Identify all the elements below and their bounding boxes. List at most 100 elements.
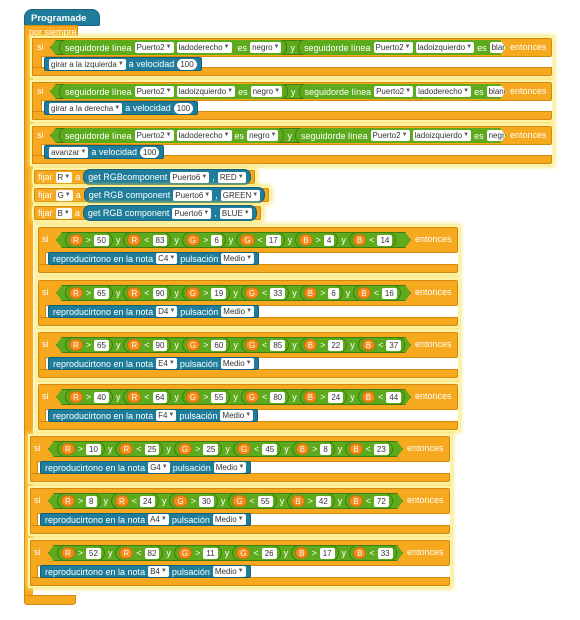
- threshold-input[interactable]: 45: [262, 444, 277, 455]
- variable-pill[interactable]: R: [115, 495, 129, 507]
- program-hat-block[interactable]: Programade mBot: [24, 9, 100, 35]
- variable-pill[interactable]: G: [236, 547, 250, 559]
- threshold-input[interactable]: 11: [203, 548, 217, 559]
- threshold-input[interactable]: 4: [324, 235, 334, 246]
- variable-pill[interactable]: R: [69, 234, 83, 246]
- threshold-input[interactable]: 8: [320, 444, 330, 455]
- threshold-input[interactable]: 65: [94, 340, 109, 351]
- threshold-input[interactable]: 90: [153, 288, 168, 299]
- note-dropdown[interactable]: G4▼: [148, 462, 170, 473]
- variable-pill[interactable]: R: [69, 287, 83, 299]
- note-dropdown[interactable]: F4▼: [156, 410, 177, 421]
- compare-block[interactable]: G<80: [241, 389, 289, 405]
- side-dropdown[interactable]: ladoizquierdo▼: [178, 87, 234, 96]
- variable-pill[interactable]: R: [127, 234, 141, 246]
- forever-block[interactable]: por siempre: [24, 25, 78, 38]
- beat-dropdown[interactable]: Medio▼: [213, 462, 247, 473]
- threshold-input[interactable]: 80: [270, 392, 285, 403]
- port-dropdown[interactable]: Puerto2▼: [136, 43, 172, 52]
- compare-block[interactable]: R>8: [57, 493, 101, 509]
- variable-pill[interactable]: G: [178, 547, 192, 559]
- threshold-input[interactable]: 25: [203, 444, 218, 455]
- variable-pill[interactable]: B: [353, 234, 366, 246]
- compare-block[interactable]: G<45: [233, 441, 281, 457]
- variable-pill[interactable]: B: [349, 443, 362, 455]
- threshold-input[interactable]: 85: [270, 340, 285, 351]
- compare-block[interactable]: G<26: [232, 545, 280, 561]
- variable-pill[interactable]: R: [127, 391, 141, 403]
- variable-pill[interactable]: G: [245, 339, 259, 351]
- compare-block[interactable]: G<55: [228, 493, 276, 509]
- variable-pill[interactable]: B: [353, 547, 366, 559]
- threshold-input[interactable]: 16: [382, 288, 397, 299]
- beat-dropdown[interactable]: Medio▼: [221, 253, 255, 264]
- variable-pill[interactable]: R: [127, 287, 141, 299]
- variable-pill[interactable]: G: [232, 495, 246, 507]
- threshold-input[interactable]: 55: [258, 496, 273, 507]
- direction-dropdown[interactable]: girar a la derecha▼: [49, 102, 123, 114]
- threshold-input[interactable]: 33: [270, 288, 285, 299]
- compare-block[interactable]: B>22: [300, 337, 348, 353]
- compare-block[interactable]: R>52: [57, 545, 105, 561]
- threshold-input[interactable]: 42: [316, 496, 331, 507]
- variable-pill[interactable]: G: [245, 391, 259, 403]
- color-dropdown[interactable]: negro▼: [252, 43, 280, 52]
- threshold-input[interactable]: 23: [374, 444, 389, 455]
- threshold-input[interactable]: 25: [145, 444, 160, 455]
- threshold-input[interactable]: 65: [94, 288, 109, 299]
- variable-pill[interactable]: G: [173, 495, 187, 507]
- compare-block[interactable]: R>40: [65, 389, 113, 405]
- variable-dropdown[interactable]: R▼: [55, 171, 73, 183]
- threshold-input[interactable]: 50: [94, 235, 109, 246]
- port-dropdown[interactable]: Puerto6▼: [172, 207, 212, 219]
- note-dropdown[interactable]: D4▼: [156, 306, 178, 317]
- beat-dropdown[interactable]: Medio▼: [220, 358, 254, 369]
- compare-block[interactable]: R<82: [115, 545, 163, 561]
- direction-dropdown[interactable]: avanzar▼: [49, 146, 89, 158]
- side-dropdown[interactable]: ladoderecho▼: [178, 43, 230, 52]
- variable-pill[interactable]: B: [299, 234, 312, 246]
- threshold-input[interactable]: 17: [320, 548, 335, 559]
- variable-pill[interactable]: R: [61, 547, 75, 559]
- port-dropdown[interactable]: Puerto6▼: [173, 189, 213, 201]
- beat-dropdown[interactable]: Medio▼: [220, 410, 254, 421]
- note-dropdown[interactable]: B4▼: [148, 566, 169, 577]
- compare-block[interactable]: B>6: [300, 285, 343, 301]
- compare-block[interactable]: G<85: [241, 337, 289, 353]
- compare-block[interactable]: B>42: [287, 493, 335, 509]
- variable-pill[interactable]: G: [186, 391, 200, 403]
- port-dropdown[interactable]: Puerto2▼: [376, 87, 412, 96]
- port-dropdown[interactable]: Puerto2▼: [375, 43, 411, 52]
- speed-input[interactable]: 100: [173, 102, 194, 114]
- beat-dropdown[interactable]: Medio▼: [212, 566, 246, 577]
- compare-block[interactable]: R<83: [123, 232, 171, 248]
- threshold-input[interactable]: 37: [386, 340, 401, 351]
- threshold-input[interactable]: 10: [86, 444, 101, 455]
- note-dropdown[interactable]: E4▼: [156, 358, 177, 369]
- compare-block[interactable]: R<90: [123, 337, 171, 353]
- variable-pill[interactable]: G: [186, 234, 200, 246]
- threshold-input[interactable]: 17: [266, 235, 281, 246]
